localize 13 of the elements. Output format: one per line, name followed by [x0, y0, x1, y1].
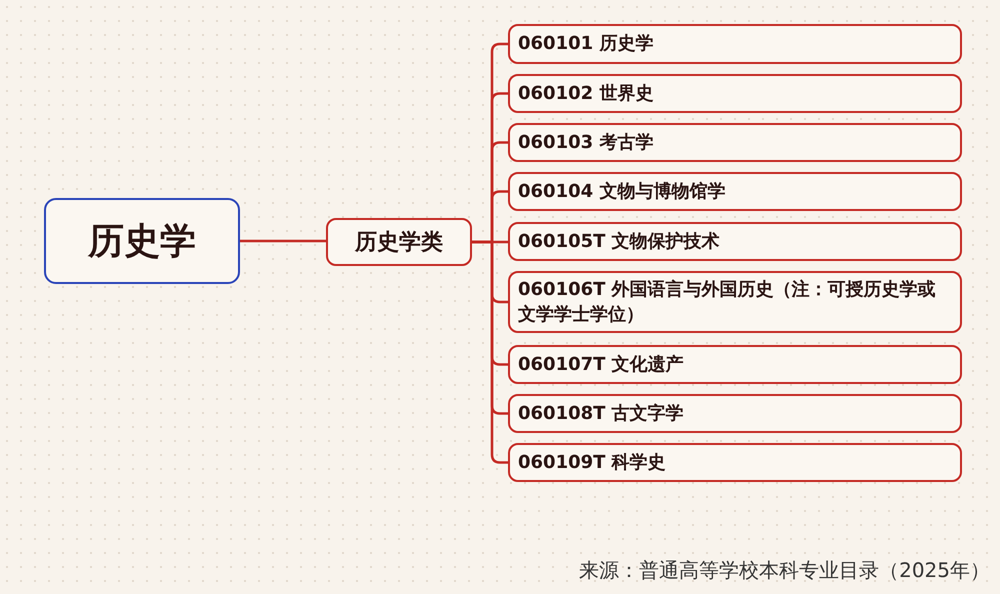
connector-line	[240, 240, 326, 242]
major-node: 060103 考古学	[508, 123, 962, 162]
major-node: 060108T 古文字学	[508, 394, 962, 433]
source-note: 来源：普通高等学校本科专业目录（2025年）	[579, 557, 990, 584]
major-node: 060106T 外国语言与外国历史（注：可授历史学或文学学士学位）	[508, 271, 962, 333]
root-node: 历史学	[44, 198, 240, 284]
major-node: 060105T 文物保护技术	[508, 222, 962, 261]
major-node: 060109T 科学史	[508, 443, 962, 482]
major-node: 060107T 文化遗产	[508, 345, 962, 384]
major-node: 060101 历史学	[508, 24, 962, 64]
major-node: 060102 世界史	[508, 74, 962, 113]
category-node: 历史学类	[326, 218, 472, 266]
major-node: 060104 文物与博物馆学	[508, 172, 962, 211]
